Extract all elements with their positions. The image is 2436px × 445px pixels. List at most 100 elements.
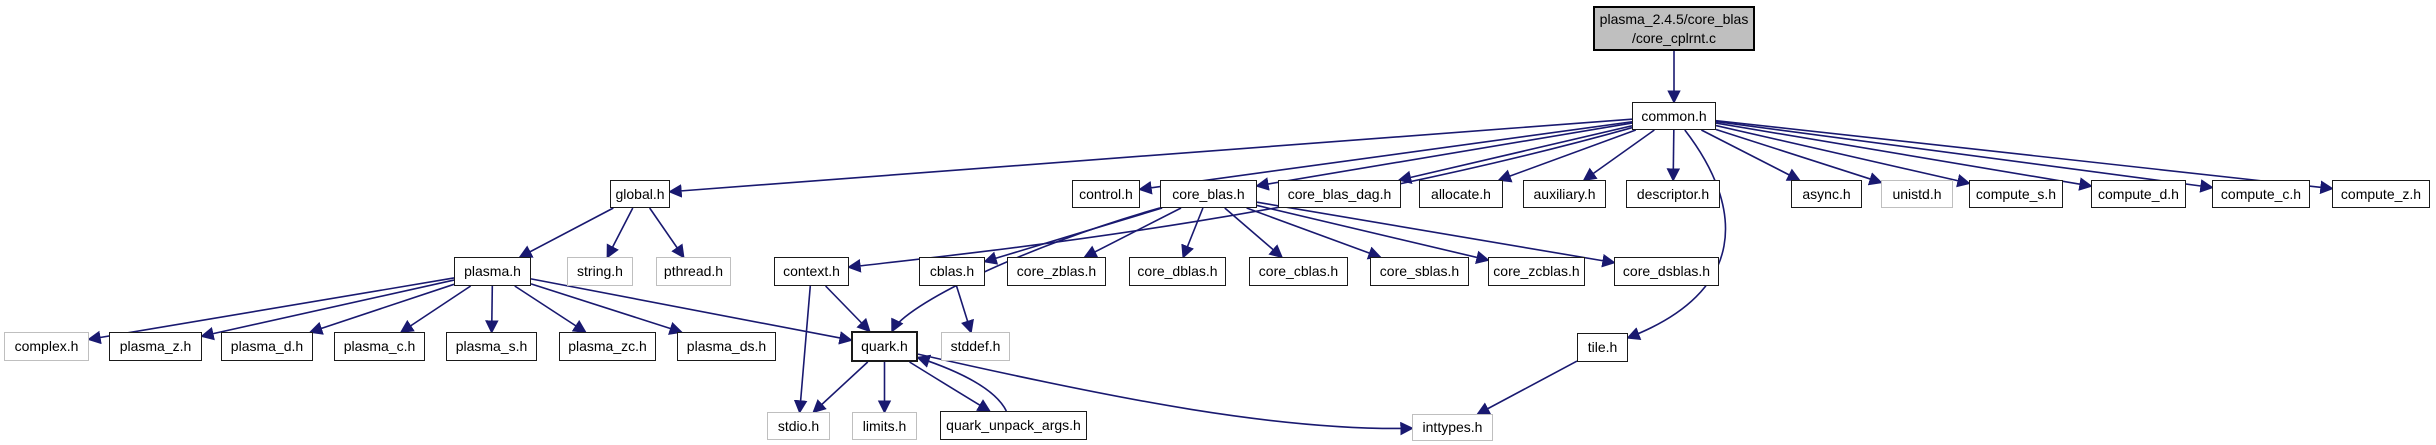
node-core_zcblas[interactable]: core_zcblas.h [1488, 257, 1585, 286]
node-compute_z[interactable]: compute_z.h [2332, 180, 2430, 208]
edge-tile-to-inttypes [1476, 360, 1578, 415]
node-limits[interactable]: limits.h [852, 412, 917, 440]
edge-core_blas-to-core_cblas [1224, 207, 1284, 259]
node-core_dblas[interactable]: core_dblas.h [1129, 257, 1226, 286]
node-stddef[interactable]: stddef.h [941, 332, 1010, 361]
node-label: context.h [783, 263, 840, 280]
edge-quark_unpack_args-to-quark [916, 354, 1008, 412]
node-label: core_zcblas.h [1493, 263, 1580, 280]
node-unistd[interactable]: unistd.h [1881, 180, 1953, 208]
node-label: plasma_zc.h [568, 338, 647, 355]
node-label: core_cblas.h [1258, 263, 1339, 280]
node-label: quark.h [861, 338, 908, 355]
node-async[interactable]: async.h [1791, 180, 1862, 208]
node-label: async.h [1802, 185, 1851, 202]
node-label: stddef.h [950, 338, 1001, 355]
node-label: common.h [1641, 107, 1707, 124]
edge-common-to-compute_z [1715, 119, 2334, 195]
node-label: core_dsblas.h [1622, 263, 1711, 280]
node-label: core_blas_dag.h [1287, 185, 1392, 202]
node-label: global.h [615, 185, 665, 202]
node-label: compute_c.h [2220, 185, 2302, 202]
node-stdio[interactable]: stdio.h [767, 412, 830, 440]
node-label: plasma_z.h [119, 338, 192, 355]
node-core_zblas[interactable]: core_zblas.h [1007, 257, 1106, 286]
node-label: string.h [577, 263, 623, 280]
node-allocate[interactable]: allocate.h [1419, 180, 1503, 208]
node-quark[interactable]: quark.h [851, 331, 918, 362]
node-plasma[interactable]: plasma.h [454, 257, 531, 286]
node-compute_d[interactable]: compute_d.h [2091, 180, 2186, 208]
node-label: compute_d.h [2098, 185, 2179, 202]
node-core_cblas[interactable]: core_cblas.h [1249, 257, 1348, 286]
node-common[interactable]: common.h [1632, 102, 1716, 130]
node-core_blas_dag[interactable]: core_blas_dag.h [1278, 180, 1401, 208]
edge-context-to-quark [825, 285, 871, 333]
node-label: core_zblas.h [1016, 263, 1097, 280]
edge-common-to-compute_s [1715, 124, 1971, 188]
node-complex[interactable]: complex.h [4, 332, 89, 361]
node-string[interactable]: string.h [567, 257, 633, 286]
node-auxiliary[interactable]: auxiliary.h [1523, 180, 1606, 208]
node-label: auxiliary.h [1533, 185, 1596, 202]
edge-common-to-tile [1626, 129, 1727, 340]
node-compute_c[interactable]: compute_c.h [2212, 180, 2310, 208]
node-label: unistd.h [1892, 185, 1942, 202]
node-tile[interactable]: tile.h [1577, 333, 1628, 362]
node-label: quark_unpack_args.h [946, 417, 1081, 434]
edge-core_blas-to-core_dblas [1181, 207, 1204, 259]
edge-core_blas-to-core_dsblas [1256, 201, 1616, 268]
node-cblas[interactable]: cblas.h [919, 257, 985, 286]
node-label: cblas.h [929, 263, 975, 280]
node-root: plasma_2.4.5/core_blas/core_cplrnt.c [1593, 6, 1755, 51]
edge-context-to-stdio [793, 285, 812, 414]
edge-cblas-to-stddef [955, 285, 974, 334]
node-label: limits.h [862, 417, 907, 434]
edge-global-to-pthread [649, 207, 685, 259]
edge-core_blas-to-core_zblas [1083, 207, 1182, 258]
edge-plasma-to-quark [530, 278, 853, 345]
node-label: plasma_d.h [230, 338, 304, 355]
node-label: compute_s.h [1975, 185, 2057, 202]
node-core_dsblas[interactable]: core_dsblas.h [1614, 257, 1719, 286]
node-core_sblas[interactable]: core_sblas.h [1370, 257, 1469, 286]
edge-plasma-to-plasma_z [200, 279, 455, 341]
node-plasma_zc[interactable]: plasma_zc.h [559, 332, 656, 361]
node-label: allocate.h [1431, 185, 1491, 202]
edge-common-to-core_blas [1255, 122, 1633, 191]
node-control[interactable]: control.h [1072, 180, 1140, 208]
node-pthread[interactable]: pthread.h [656, 257, 731, 286]
edge-plasma-to-plasma_s [485, 285, 499, 334]
node-label: inttypes.h [1422, 419, 1483, 436]
edge-common-to-allocate [1497, 129, 1637, 183]
node-label: control.h [1079, 185, 1133, 202]
edge-common-to-async [1701, 129, 1801, 181]
node-label: tile.h [1587, 339, 1618, 356]
node-context[interactable]: context.h [774, 257, 849, 286]
node-label: plasma_ds.h [686, 338, 767, 355]
node-label: compute_z.h [2340, 185, 2422, 202]
edge-core_blas-to-core_sblas [1246, 207, 1382, 260]
edge-plasma-to-plasma_c [399, 285, 472, 334]
node-descriptor[interactable]: descriptor.h [1626, 180, 1720, 208]
node-plasma_s[interactable]: plasma_s.h [446, 332, 537, 361]
edge-common-to-compute_d [1715, 122, 2093, 191]
node-plasma_c[interactable]: plasma_c.h [334, 332, 425, 361]
node-global[interactable]: global.h [610, 180, 670, 208]
edge-plasma-to-plasma_zc [514, 285, 587, 334]
node-compute_s[interactable]: compute_s.h [1969, 180, 2063, 208]
node-plasma_z[interactable]: plasma_z.h [109, 332, 202, 361]
node-plasma_ds[interactable]: plasma_ds.h [677, 332, 776, 361]
node-label: plasma.h [464, 263, 521, 280]
node-plasma_d[interactable]: plasma_d.h [221, 332, 313, 361]
node-inttypes[interactable]: inttypes.h [1412, 414, 1493, 441]
node-label: stdio.h [777, 417, 820, 434]
node-label: /core_cplrnt.c [1631, 29, 1717, 46]
edge-core_blas-to-cblas [983, 207, 1163, 265]
node-label: complex.h [14, 338, 79, 355]
node-label: descriptor.h [1636, 185, 1710, 202]
node-core_blas[interactable]: core_blas.h [1160, 180, 1257, 208]
edge-quark-to-stdio [812, 361, 869, 414]
node-quark_unpack_args[interactable]: quark_unpack_args.h [940, 411, 1087, 440]
